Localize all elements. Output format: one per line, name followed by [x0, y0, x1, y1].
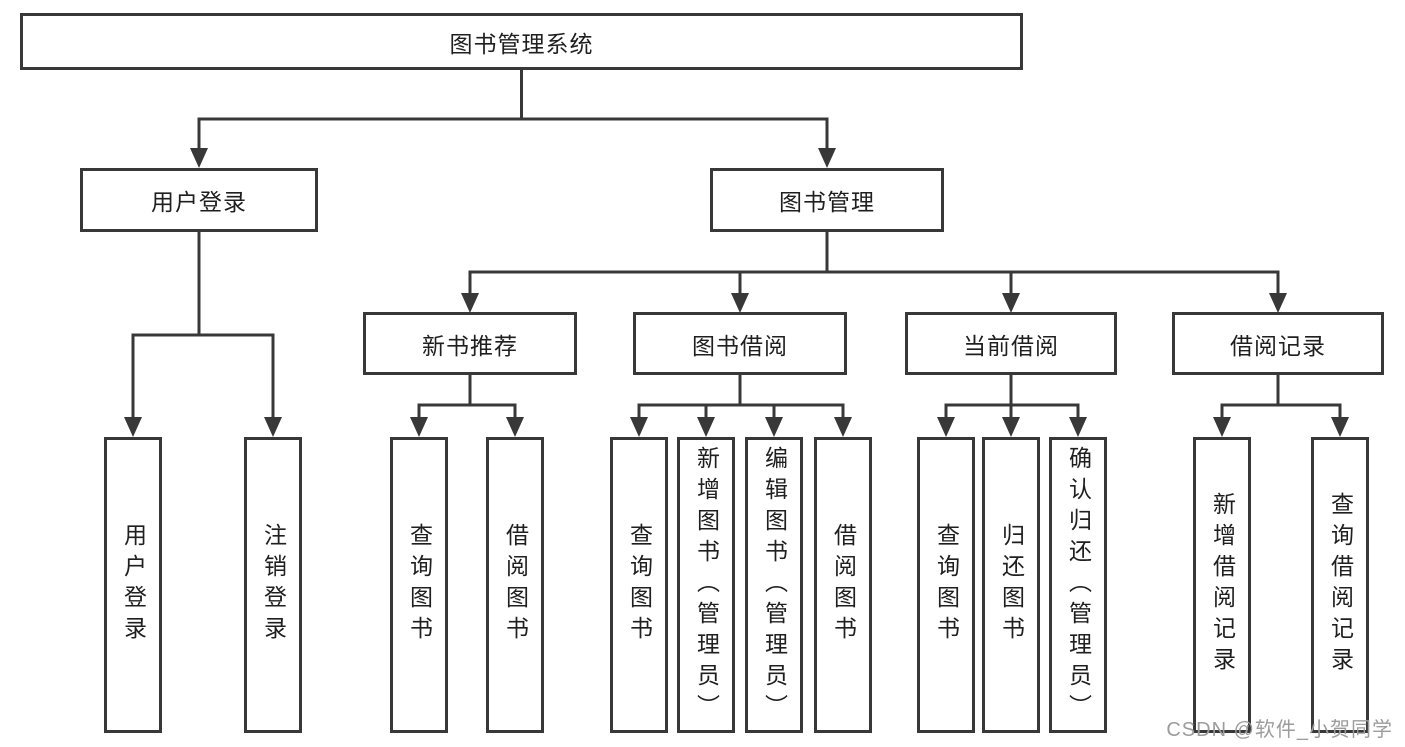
node-book-borrowing: 图书借阅 [633, 312, 847, 375]
leaf-label: 编辑图书（管理员） [761, 445, 788, 725]
leaf-add-books-admin: 新增图书（管理员） [677, 437, 735, 733]
node-label: 新书推荐 [422, 332, 518, 359]
leaf-label: 新增借阅记录 [1209, 492, 1236, 678]
leaf-edit-books-admin: 编辑图书（管理员） [745, 437, 803, 733]
leaf-label: 查询图书 [626, 523, 653, 647]
node-label: 借阅记录 [1230, 332, 1326, 359]
node-label: 当前借阅 [963, 332, 1059, 359]
leaf-label: 查询借阅记录 [1327, 492, 1354, 678]
node-label: 图书管理系统 [449, 30, 594, 57]
leaf-label: 归还图书 [998, 523, 1025, 647]
node-new-book-recommend: 新书推荐 [363, 312, 577, 375]
node-user-login: 用户登录 [80, 168, 318, 232]
node-label: 图书借阅 [692, 332, 788, 359]
leaf-label: 新增图书（管理员） [693, 445, 720, 725]
node-current-borrowing: 当前借阅 [905, 312, 1117, 375]
leaf-label: 借阅图书 [830, 523, 857, 647]
leaf-return-books: 归还图书 [982, 437, 1040, 733]
leaf-borrow-books-borrowing: 借阅图书 [814, 437, 872, 733]
leaf-user-login: 用户登录 [104, 437, 162, 733]
node-library-management-system: 图书管理系统 [20, 13, 1023, 70]
leaf-query-books-borrowing: 查询图书 [610, 437, 668, 733]
csdn-watermark: CSDN @软件_小贺同学 [1166, 719, 1393, 741]
leaf-label: 查询图书 [933, 523, 960, 647]
node-book-management: 图书管理 [710, 168, 944, 232]
leaf-query-borrow-record: 查询借阅记录 [1311, 437, 1369, 733]
leaf-add-borrow-record: 新增借阅记录 [1193, 437, 1251, 733]
leaf-label: 借阅图书 [502, 523, 529, 647]
leaf-label: 用户登录 [120, 523, 147, 647]
leaf-label: 查询图书 [406, 523, 433, 647]
leaf-label: 确认归还（管理员） [1065, 445, 1092, 725]
leaf-borrow-books-recommend: 借阅图书 [486, 437, 544, 733]
leaf-logout: 注销登录 [244, 437, 302, 733]
leaf-label: 注销登录 [260, 523, 287, 647]
leaf-confirm-return-admin: 确认归还（管理员） [1049, 437, 1107, 733]
node-borrowing-records: 借阅记录 [1172, 312, 1384, 375]
node-label: 图书管理 [779, 189, 875, 215]
node-label: 用户登录 [151, 189, 247, 215]
leaf-query-books-current: 查询图书 [917, 437, 975, 733]
leaf-query-books-recommend: 查询图书 [390, 437, 448, 733]
